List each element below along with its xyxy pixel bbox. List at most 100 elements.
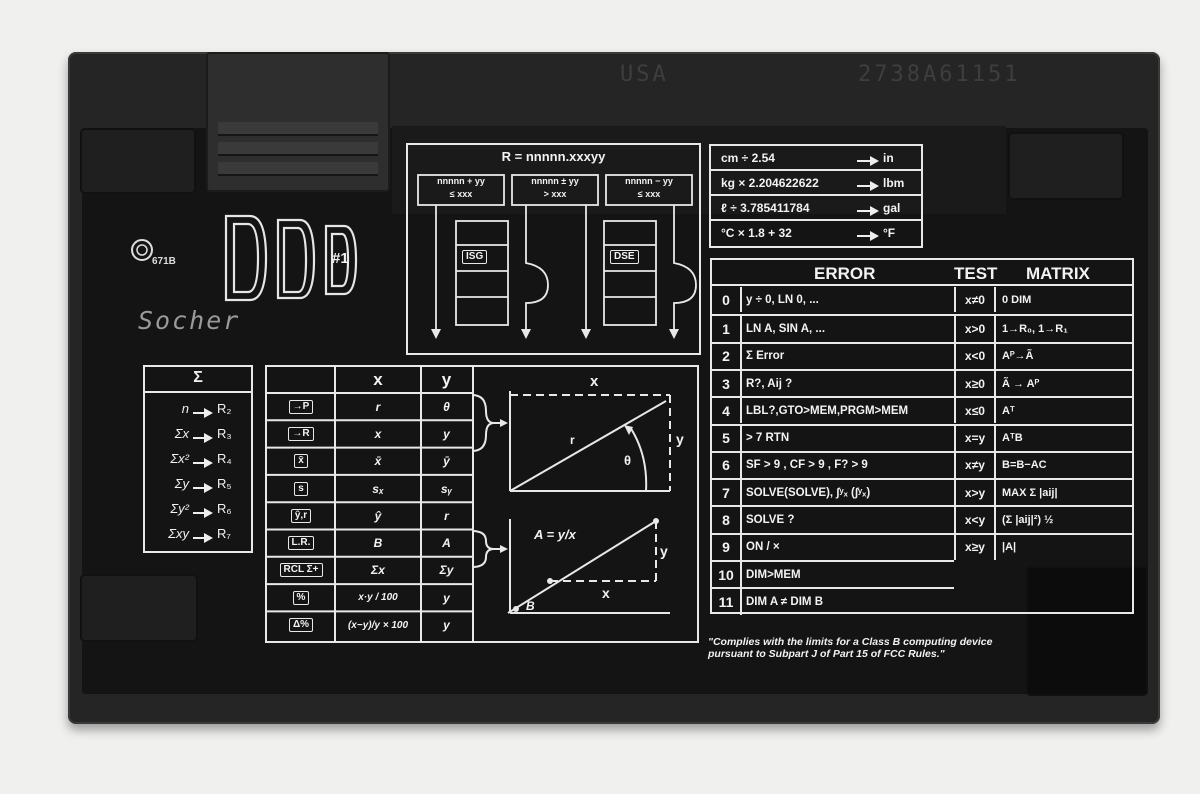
error-row: 9 ON / ×x≥y |A| bbox=[712, 532, 1132, 560]
sigma-register-row: Σx² R₄ bbox=[145, 449, 251, 471]
error-number: 3 bbox=[712, 370, 742, 397]
error-description: Σ Error bbox=[746, 350, 785, 363]
stats-y-cell: ȳ bbox=[443, 454, 450, 469]
arrow-right-icon bbox=[193, 430, 213, 448]
fcc-compliance-notice: "Complies with the limits for a Class B … bbox=[708, 636, 993, 660]
sigma-register-label: Σy² bbox=[170, 501, 189, 516]
dse-col3-line2: ≤ xxx bbox=[637, 189, 661, 199]
stats-x-cell: ŷ bbox=[374, 508, 382, 523]
sigma-register-row: n R₂ bbox=[145, 399, 251, 421]
conversion-expression: ℓ ÷ 3.785411784 bbox=[721, 201, 810, 215]
test-condition: x≠y bbox=[954, 452, 996, 479]
conversion-row: cm ÷ 2.54 in bbox=[711, 146, 921, 171]
error-description: SF > 9 , CF > 9 , F? > 9 bbox=[746, 459, 868, 472]
isg-col1-label: nnnnn + yy ≤ xxx bbox=[418, 175, 504, 201]
geometry-diagram-panel: x y r θ A = y/x y x B bbox=[470, 365, 699, 643]
matrix-function: AᵀB bbox=[1002, 432, 1023, 445]
stats-x-cell: x bbox=[374, 426, 382, 441]
regression-formula: A = y/x bbox=[534, 527, 576, 542]
error-description: R?, Aij ? bbox=[746, 377, 793, 390]
stats-x-cell: x·y / 100 bbox=[358, 592, 398, 604]
test-header: TEST bbox=[954, 264, 998, 283]
sigma-register-label: Σx bbox=[174, 426, 189, 441]
calculator-key-icon: % bbox=[292, 590, 310, 605]
stats-key-cell: x̄ bbox=[267, 448, 335, 475]
stats-y-cell: y bbox=[443, 590, 450, 605]
stats-x-cell: Σx bbox=[371, 563, 385, 578]
country-embossing: USA bbox=[620, 62, 669, 87]
regression-x-label: x bbox=[602, 585, 610, 601]
error-number: 1 bbox=[712, 316, 742, 342]
sigma-header: Σ bbox=[145, 369, 251, 393]
calculator-key-icon: RCL Σ+ bbox=[279, 563, 323, 578]
isg-col2-line2: > xxx bbox=[543, 189, 567, 199]
test-condition: x=y bbox=[954, 425, 996, 451]
sigma-register-label: Σy bbox=[174, 476, 189, 491]
error-description: > 7 RTN bbox=[746, 432, 790, 445]
error-description: LN A, SIN A, ... bbox=[746, 322, 826, 335]
dse-col3-label: nnnnn − yy ≤ xxx bbox=[606, 175, 692, 201]
conversion-target-unit: gal bbox=[883, 201, 901, 215]
error-number: 8 bbox=[712, 507, 742, 533]
isg-dse-header: R = nnnnn.xxxyy bbox=[501, 149, 606, 164]
regression-b-label: B bbox=[526, 599, 535, 613]
isg-col2-line1: nnnnn ± yy bbox=[531, 176, 579, 186]
calculator-key-icon: L.R. bbox=[287, 536, 315, 551]
stats-y-cell: r bbox=[444, 508, 449, 523]
error-number: 4 bbox=[712, 398, 742, 424]
calculator-key-icon: Δ% bbox=[288, 618, 314, 633]
sigma-register-row: Σxy R₇ bbox=[145, 524, 251, 546]
conversion-target-unit: °F bbox=[883, 226, 896, 240]
stats-y-cell: θ bbox=[443, 399, 450, 414]
sigma-register-row: Σy R₅ bbox=[145, 474, 251, 496]
calculator-key-icon: s bbox=[294, 481, 308, 496]
error-number: 0 bbox=[712, 287, 742, 313]
polar-x-label: x bbox=[590, 373, 599, 390]
arrow-right-icon bbox=[193, 455, 213, 473]
conversion-expression: °C × 1.8 + 32 bbox=[721, 226, 792, 240]
matrix-header: MATRIX bbox=[1026, 264, 1090, 283]
test-condition: x≤0 bbox=[954, 398, 996, 424]
isg-col1-line1: nnnnn + yy bbox=[437, 176, 485, 186]
test-condition: x>y bbox=[954, 480, 996, 506]
error-header: ERROR bbox=[814, 264, 876, 283]
conversion-expression: cm ÷ 2.54 bbox=[721, 151, 775, 165]
sigma-register-label: Σxy bbox=[168, 526, 189, 541]
matrix-function: B=B−AC bbox=[1002, 459, 1047, 472]
polar-y-label: y bbox=[676, 431, 684, 447]
regression-y-label: y bbox=[660, 543, 668, 559]
stats-x-header: x bbox=[373, 370, 383, 389]
sigma-register-target: R₇ bbox=[217, 526, 231, 541]
calculator-key-icon: x̄ bbox=[294, 454, 308, 469]
isg-col1-line2: ≤ xxx bbox=[449, 189, 473, 199]
stats-key-cell: RCL Σ+ bbox=[267, 557, 335, 584]
error-number: 5 bbox=[712, 425, 742, 451]
stats-key-cell: Δ% bbox=[267, 611, 335, 638]
sigma-register-target: R₃ bbox=[217, 426, 232, 441]
stats-x-cell: sₓ bbox=[372, 481, 384, 496]
stats-key-cell: ŷ,r bbox=[267, 502, 335, 529]
sigma-register-target: R₂ bbox=[217, 401, 232, 416]
arrow-right-icon bbox=[193, 505, 213, 523]
stats-x-cell: B bbox=[373, 536, 383, 551]
error-number: 10 bbox=[712, 562, 742, 588]
conversion-row: °C × 1.8 + 32 °F bbox=[711, 221, 921, 246]
error-row: 11 DIM A ≠ DIM B bbox=[712, 587, 954, 615]
rubber-foot-top-right bbox=[1008, 132, 1124, 200]
sigma-register-row: Σx R₃ bbox=[145, 424, 251, 446]
battery-door-latch[interactable] bbox=[206, 52, 390, 192]
error-table-header: ERROR TEST MATRIX bbox=[712, 260, 1132, 286]
stats-y-cell: sᵧ bbox=[440, 481, 453, 496]
isg-dse-diagram bbox=[417, 174, 697, 339]
polar-r-label: r bbox=[570, 433, 575, 447]
error-row: 7 SOLVE(SOLVE), ∫ʸₓ (∫ʸₓ)x>y MAX Σ |aij| bbox=[712, 478, 1132, 506]
error-number: 9 bbox=[712, 534, 742, 560]
sigma-register-label: Σx² bbox=[170, 451, 189, 466]
arrow-right-icon bbox=[857, 178, 879, 196]
stats-y-cell: A bbox=[442, 536, 451, 551]
stats-key-cell: →P bbox=[267, 393, 335, 420]
ddd-letters-icon bbox=[224, 214, 358, 302]
